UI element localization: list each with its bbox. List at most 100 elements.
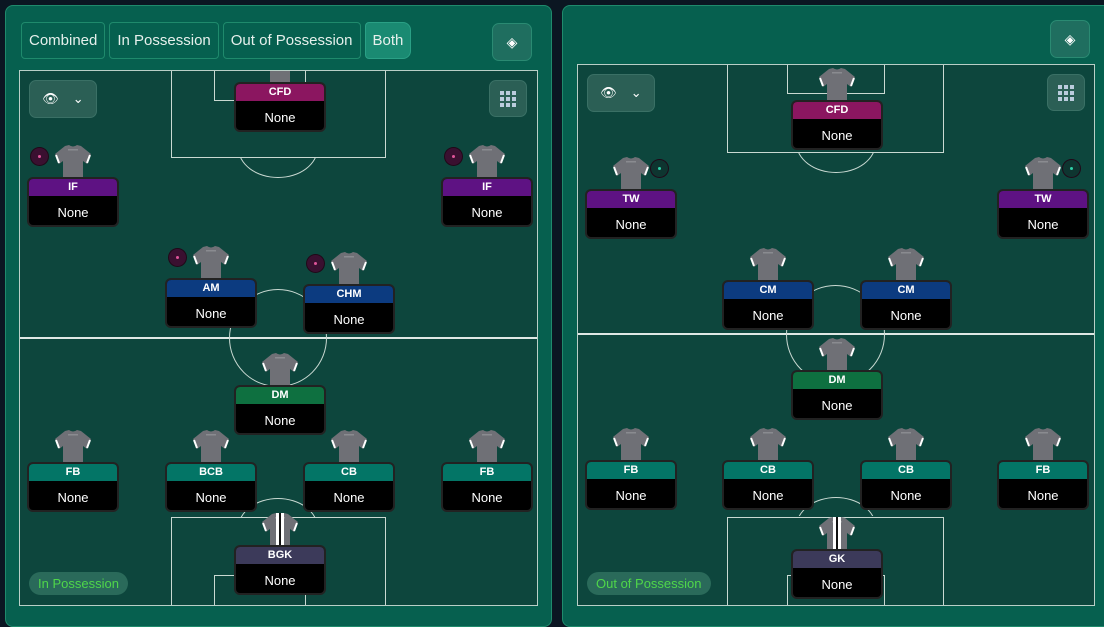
view-tabs: Combined In Possession Out of Possession… [21,22,412,59]
role-label: BCB [167,464,255,481]
player-name: None [264,110,296,125]
player-shirt-icon [1023,427,1063,461]
player-slot-fb[interactable]: FB None [997,460,1089,510]
player-slot-fb[interactable]: FB None [585,460,677,510]
player-shirt-icon [329,251,369,285]
player-slot-am[interactable]: AM None [165,278,257,328]
role-duty-dial-icon[interactable] [1063,160,1080,177]
player-slot-gk[interactable]: GK None [791,549,883,599]
role-duty-dial-icon[interactable] [651,160,668,177]
player-slot-bcb[interactable]: BCB None [165,462,257,512]
role-duty-dial-icon[interactable] [169,249,186,266]
tactics-icon: ◈ [1064,30,1076,47]
player-name: None [57,490,89,505]
role-label: DM [793,372,881,389]
role-label: AM [167,280,255,297]
eye-icon: 👁 [600,85,617,100]
player-name: None [264,573,296,588]
player-name: None [264,413,296,428]
player-slot-if[interactable]: IF None [27,177,119,227]
player-shirt-icon [467,429,507,463]
player-name: None [752,308,784,323]
player-name: None [821,577,853,592]
penalty-box-top [727,65,944,153]
player-shirt-icon [260,512,300,546]
eye-icon: 👁 [42,91,59,106]
player-shirt-icon [886,247,926,281]
role-label: CB [305,464,393,481]
role-label: CHM [305,286,393,303]
visibility-dropdown[interactable]: 👁⌄ [29,80,97,118]
player-name: None [57,205,89,220]
role-label: FB [999,462,1087,479]
player-shirt-icon [329,429,369,463]
tactics-board-button[interactable]: ◈ [492,23,532,61]
role-label: GK [793,551,881,568]
tab-both[interactable]: Both [364,22,412,59]
player-name: None [195,306,227,321]
player-name: None [1027,488,1059,503]
player-shirt-icon [467,144,507,178]
player-slot-chm[interactable]: CHM None [303,284,395,334]
player-name: None [890,308,922,323]
phase-label: In Possession [29,572,128,595]
player-slot-cfd[interactable]: CFD None [791,100,883,150]
tab-out-of-possession[interactable]: Out of Possession [222,22,361,59]
grid-toggle-button[interactable] [1047,74,1085,111]
role-label: IF [443,179,531,196]
tab-combined[interactable]: Combined [21,22,106,59]
visibility-dropdown[interactable]: 👁⌄ [587,74,655,112]
player-name: None [821,128,853,143]
player-shirt-icon [817,337,857,371]
player-shirt-icon [817,67,857,101]
role-label: CFD [793,102,881,119]
pitch-in-possession: 👁⌄ In Possession CFD None IF None IF None A… [19,70,538,606]
player-slot-fb[interactable]: FB None [441,462,533,512]
player-shirt-icon [611,156,651,190]
player-slot-bgk[interactable]: BGK None [234,545,326,595]
role-label: TW [587,191,675,208]
player-name: None [333,490,365,505]
tactics-icon: ◈ [506,33,518,50]
player-shirt-icon [191,429,231,463]
role-label: IF [29,179,117,196]
player-shirt-icon [1023,156,1063,190]
role-label: FB [443,464,531,481]
player-slot-dm[interactable]: DM None [234,385,326,435]
role-duty-dial-icon[interactable] [445,148,462,165]
role-label: DM [236,387,324,404]
player-shirt-icon [748,427,788,461]
player-slot-cb[interactable]: CB None [303,462,395,512]
player-shirt-icon [191,245,231,279]
player-shirt-icon [260,71,300,83]
role-label: CB [724,462,812,479]
penalty-box-top [171,71,386,158]
player-name: None [471,490,503,505]
role-label: FB [587,462,675,479]
role-duty-dial-icon[interactable] [307,255,324,272]
tactics-board-button-right[interactable]: ◈ [1050,20,1090,58]
player-slot-cfd[interactable]: CFD None [234,82,326,132]
role-label: CM [724,282,812,299]
role-label: BGK [236,547,324,564]
player-name: None [333,312,365,327]
player-name: None [615,488,647,503]
player-shirt-icon [53,429,93,463]
tab-in-possession[interactable]: In Possession [109,22,219,59]
player-shirt-icon [611,427,651,461]
role-label: CFD [236,84,324,101]
player-slot-cm[interactable]: CM None [722,280,814,330]
grid-toggle-button[interactable] [489,80,527,117]
role-duty-dial-icon[interactable] [31,148,48,165]
player-name: None [195,490,227,505]
player-shirt-icon [53,144,93,178]
player-shirt-icon [260,352,300,386]
